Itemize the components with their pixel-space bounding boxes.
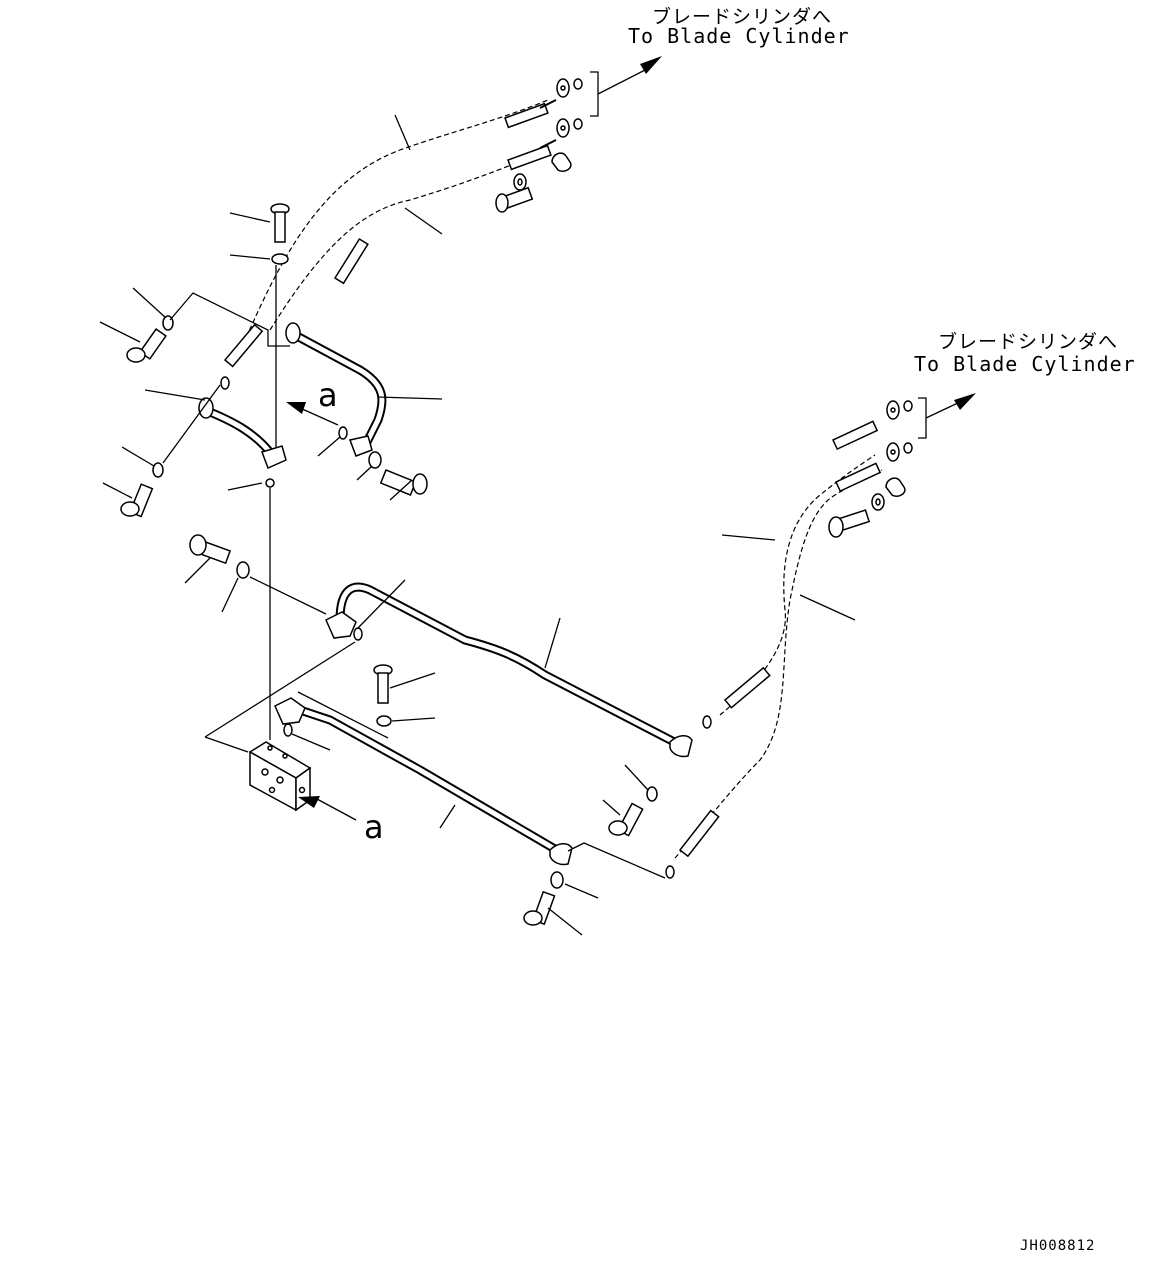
valve-block — [248, 741, 312, 812]
hose-sleeve-mid — [333, 237, 369, 285]
bolt-left-lower — [120, 483, 154, 518]
bolt-right-flange — [828, 509, 871, 538]
hose-sleeve-top-1 — [504, 102, 549, 129]
split-flange-top — [551, 152, 572, 173]
oring-right-low — [665, 865, 675, 879]
long-tube-lower — [274, 697, 573, 866]
arrow-to-blade-cylinder-right — [954, 393, 976, 410]
long-tube-middle — [325, 582, 693, 758]
washer-left-lower — [152, 462, 164, 478]
upper-left-assembly — [99, 203, 443, 740]
washer-tube-l — [368, 451, 382, 469]
right-destination-jp: ブレードシリンダへ — [938, 331, 1119, 353]
oring-tube-l — [338, 426, 348, 440]
bolt-middle-left — [189, 534, 232, 565]
hose-sleeve-right-mid — [723, 666, 771, 709]
bolt-lower-right — [523, 890, 556, 926]
hose-sleeve-left — [223, 323, 264, 368]
view-a-label-lower: a — [364, 808, 384, 846]
arrow-view-a-lower — [298, 796, 320, 808]
oring-right-mid — [702, 715, 712, 729]
flange-top-2 — [539, 118, 583, 149]
oring-left — [220, 376, 230, 390]
top-destination-en: To Blade Cylinder — [628, 24, 850, 48]
bolt-tube-l — [379, 469, 428, 496]
hose-sleeve-top-2 — [507, 144, 552, 171]
split-flange-right — [885, 477, 906, 498]
tube-l-shape — [285, 322, 387, 457]
hose-sleeve-right-low — [678, 809, 720, 858]
hose-sleeve-right-2 — [835, 462, 882, 493]
top-hoses — [223, 56, 662, 368]
flange-top-1 — [539, 78, 583, 109]
top-destination-jp: ブレードシリンダへ — [652, 6, 833, 28]
bolt-vertical-top — [270, 203, 290, 243]
bolt-left-upper — [126, 328, 167, 363]
washer-top — [513, 173, 527, 191]
arrow-view-a-upper — [286, 402, 306, 414]
view-a-label-upper: a — [318, 376, 338, 414]
washer-middle-upper — [376, 715, 392, 727]
washer-right — [871, 493, 885, 511]
bolt-top-flange — [495, 186, 534, 213]
arrow-to-blade-cylinder-top — [640, 56, 662, 74]
elbow-tube-left — [198, 397, 287, 470]
oring-lower — [283, 723, 293, 737]
bolt-middle-right — [608, 802, 644, 837]
washer-vertical — [271, 253, 289, 265]
washer-middle-left — [236, 561, 250, 579]
bolt-middle-upper — [373, 664, 393, 704]
right-destination-en: To Blade Cylinder — [914, 352, 1136, 376]
washer-lower-right — [550, 871, 564, 889]
middle-assembly — [184, 534, 693, 936]
oring-center — [265, 478, 275, 488]
flange-right-2 — [886, 442, 913, 462]
washer-middle-right — [646, 786, 658, 802]
hose-sleeve-right-1 — [832, 420, 879, 451]
right-hoses — [665, 393, 976, 879]
oring-middle — [353, 627, 363, 641]
drawing-code: JH008812 — [1020, 1238, 1096, 1254]
flange-right-1 — [886, 400, 913, 420]
